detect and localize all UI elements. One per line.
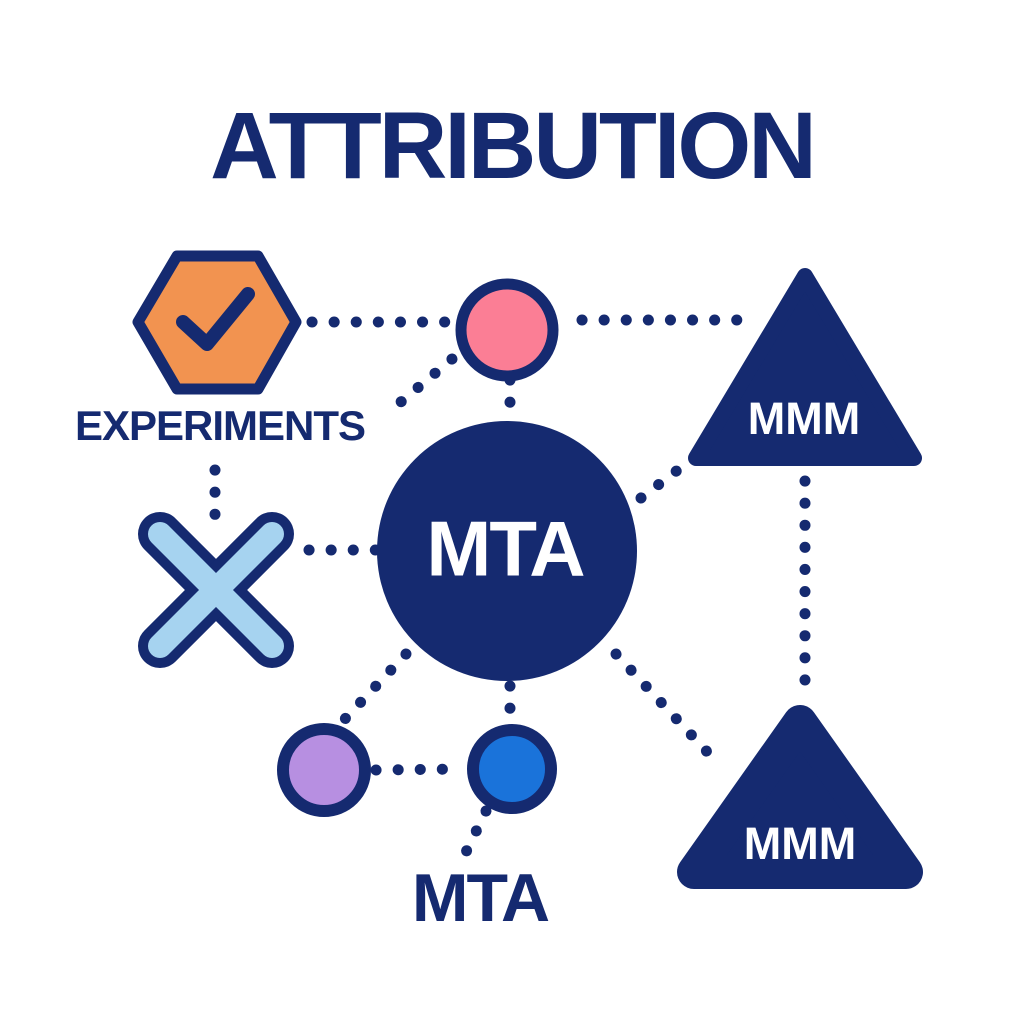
mta-label: MTA: [426, 504, 585, 593]
connector-mta-to-mmm-top: [635, 463, 685, 504]
connector-purple-to-blue: [370, 763, 465, 776]
pink-node-circle-icon: [455, 278, 559, 382]
check-icon: [176, 287, 255, 351]
mta-bottom-label: MTA: [411, 860, 550, 936]
blue-node-circle-icon: [467, 724, 557, 814]
x-mark-icon: [138, 512, 294, 668]
mmm-top-triangle: [688, 268, 922, 466]
page-title: ATTRIBUTION: [210, 93, 817, 199]
connector-blue-to-mta-bottom: [460, 805, 492, 858]
mta-circle: [377, 421, 637, 681]
experiments-label: EXPERIMENTS: [74, 402, 366, 449]
connector-mta-to-mmm-bottom: [610, 648, 717, 762]
connector-mta-to-purple: [337, 648, 412, 727]
mmm-top-label: MMM: [747, 393, 861, 444]
mmm-bottom-label: MMM: [743, 818, 857, 869]
connector-pink-to-experiments: [390, 353, 458, 412]
purple-node-circle-icon: [277, 723, 371, 817]
mmm-bottom-triangle: [677, 705, 923, 889]
